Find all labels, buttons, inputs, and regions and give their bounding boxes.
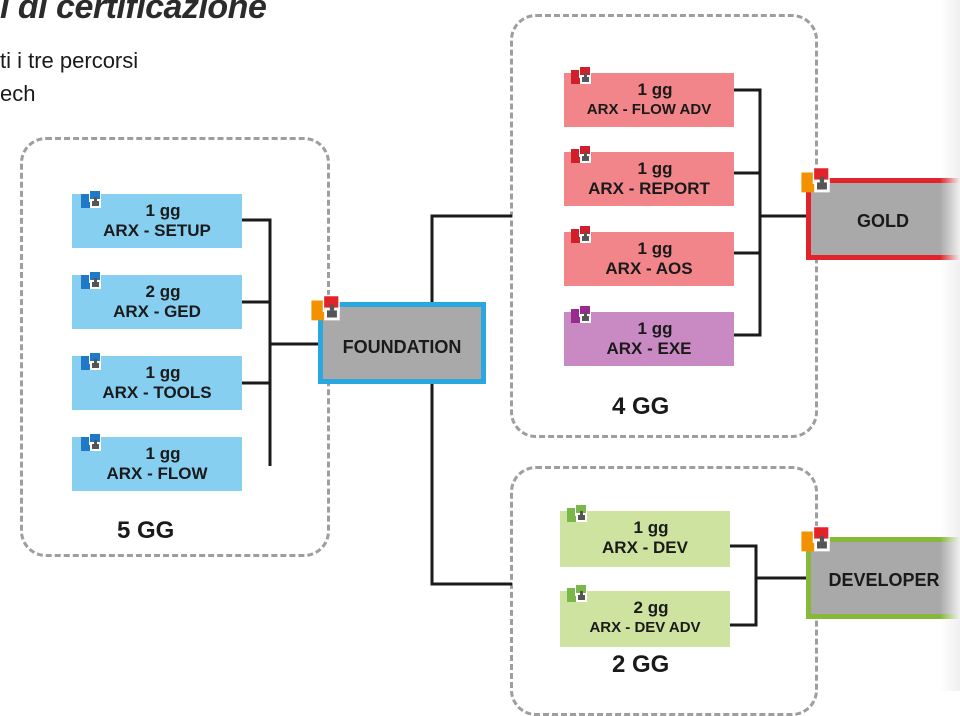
- course-name: ARX - FLOW ADV: [586, 101, 712, 118]
- certification-label: GOLD: [857, 210, 909, 231]
- dev-course-icon: [566, 502, 590, 526]
- foundation-certificate-icon: [310, 292, 344, 326]
- course-duration: 1 gg: [637, 159, 673, 178]
- course-duration: 1 gg: [637, 239, 673, 258]
- connector-gold-courses: [733, 88, 806, 337]
- connector-developer-courses: [730, 544, 806, 627]
- certification-label: FOUNDATION: [342, 336, 462, 357]
- gold-certificate-icon: [800, 164, 834, 198]
- developer-certificate-icon: [800, 523, 834, 557]
- course-name: ARX - REPORT: [588, 179, 710, 198]
- course-name: ARX - EXE: [606, 339, 692, 358]
- course-name: ARX - AOS: [605, 259, 693, 278]
- course-duration: 1 gg: [637, 319, 673, 338]
- course-arx-report: 1 gg ARX - REPORT: [564, 152, 734, 206]
- report-course-icon: [570, 143, 594, 167]
- certification-label: DEVELOPER: [828, 569, 940, 590]
- course-duration: 1 gg: [145, 363, 181, 382]
- course-arx-flow-adv: 1 gg ARX - FLOW ADV: [564, 73, 734, 127]
- connector-foundation-developer: [430, 357, 512, 586]
- course-duration: 2 gg: [145, 282, 181, 301]
- flow-course-icon: [80, 431, 104, 455]
- dev-adv-course-icon: [566, 582, 590, 606]
- course-arx-dev-adv: 2 gg ARX - DEV ADV: [560, 591, 730, 647]
- flow-adv-course-icon: [570, 64, 594, 88]
- developer-days-label: 2 GG: [612, 651, 670, 678]
- course-arx-exe: 1 gg ARX - EXE: [564, 312, 734, 366]
- course-arx-aos: 1 gg ARX - AOS: [564, 232, 734, 286]
- page-title: i di certificazione: [0, 0, 267, 26]
- certification-developer: DEVELOPER: [806, 537, 960, 619]
- course-name: ARX - DEV ADV: [589, 619, 701, 636]
- connector-lines: [241, 88, 806, 627]
- course-duration: 1 gg: [637, 80, 673, 99]
- course-name: ARX - FLOW: [106, 464, 208, 483]
- page-edge-shadow: [940, 0, 960, 691]
- course-arx-dev: 1 gg ARX - DEV: [560, 511, 730, 567]
- course-name: ARX - DEV: [602, 538, 688, 557]
- setup-course-icon: [80, 188, 104, 212]
- course-duration: 2 gg: [633, 598, 669, 617]
- gold-days-label: 4 GG: [612, 393, 670, 420]
- base-days-label: 5 GG: [117, 517, 175, 544]
- aos-course-icon: [570, 223, 594, 247]
- exe-course-icon: [570, 303, 594, 327]
- course-name: ARX - TOOLS: [102, 383, 212, 402]
- certification-foundation: FOUNDATION: [318, 302, 486, 384]
- connector-foundation-gold: [430, 214, 512, 302]
- course-name: ARX - SETUP: [103, 221, 211, 240]
- ged-course-icon: [80, 269, 104, 293]
- course-name: ARX - GED: [113, 302, 201, 321]
- intro-text: ti i tre percorsi ech: [0, 44, 138, 110]
- course-duration: 1 gg: [145, 444, 181, 463]
- tools-course-icon: [80, 350, 104, 374]
- connector-base-courses: [241, 218, 318, 466]
- course-duration: 1 gg: [145, 201, 181, 220]
- intro-line-1: ti i tre percorsi: [0, 48, 139, 73]
- intro-line-2: ech: [0, 81, 36, 106]
- course-duration: 1 gg: [633, 518, 669, 537]
- certification-gold: GOLD: [806, 178, 960, 260]
